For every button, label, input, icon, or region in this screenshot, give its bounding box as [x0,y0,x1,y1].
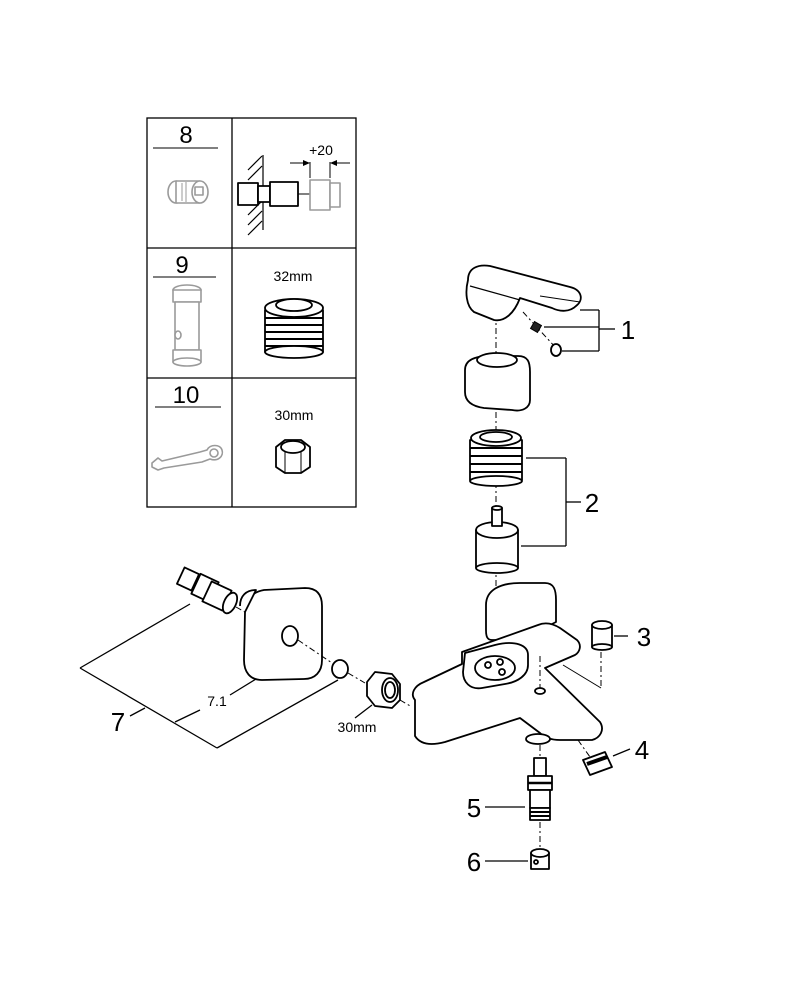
table-border [146,117,357,508]
screw-cap [550,343,562,357]
diverter-knob [530,848,550,870]
cartridge-nut-icon [264,298,324,359]
set-screw [529,320,543,334]
wrench-size-label: 30mm [275,407,314,423]
socket-size-label: 32mm [274,268,313,284]
callout-label-3: 3 [637,622,651,652]
lever-handle [465,264,582,322]
socket-wrench-icon [172,284,202,367]
escutcheon [239,587,323,681]
tool-table: 8 [146,117,357,508]
callout-5: 5 [467,793,525,823]
union-nut-size-annotation: 30mm [338,704,377,735]
diverter-assembly: 5 6 [467,745,553,877]
callout-3: 3 [614,622,651,652]
extension-dimension-label: +20 [309,142,333,158]
washer [331,659,349,679]
handle-assembly: 1 [464,264,635,412]
callout-label-1: 1 [621,315,635,345]
extension-detail-drawing: +20 [237,142,350,236]
union-nut-size-label: 30mm [338,719,377,735]
extension-icon [167,180,209,204]
union-nut-icon [275,439,311,474]
callout-label-6: 6 [467,847,481,877]
callout-7: 7 [79,603,339,749]
callout-label-5: 5 [467,793,481,823]
cartridge-nut [469,429,523,487]
table-row-9: 9 32mm [153,252,324,367]
callout-6: 6 [467,847,528,877]
callout-label-4: 4 [635,735,649,765]
cartridge [475,505,519,574]
s-union-fitting [176,566,239,615]
callout-label-2: 2 [585,488,599,518]
callout-label-7-1: 7.1 [207,693,227,709]
s-union-set: 7 7.1 30mm [79,566,413,749]
callout-7-1: 7.1 [174,678,257,723]
callout-label-7: 7 [111,707,125,737]
union-nut [366,671,401,709]
tool-number-9: 9 [175,252,188,279]
callout-1: 1 [544,309,635,352]
table-row-8: 8 [153,122,350,236]
mixer-body [411,582,603,745]
tool-number-10: 10 [173,382,200,409]
callout-4: 4 [612,735,649,765]
cap-part: 3 [562,620,651,689]
callout-2: 2 [521,457,599,547]
tool-number-8: 8 [179,122,192,149]
aerator-part: 4 [577,735,649,776]
table-row-10: 10 30mm [151,382,314,474]
cartridge-assembly: 2 [469,429,599,574]
open-end-wrench-icon [151,444,224,471]
